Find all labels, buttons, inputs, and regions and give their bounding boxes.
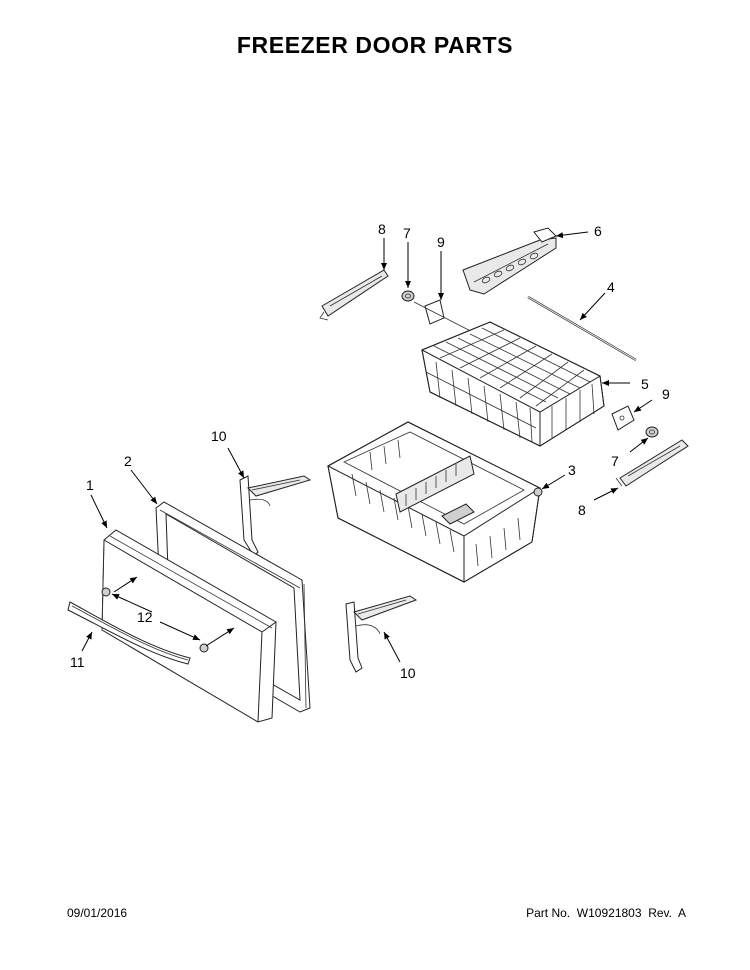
callout-rail-bracket-top: 9: [437, 234, 445, 250]
callout-wheel-right: 7: [611, 453, 619, 469]
page-title: FREEZER DOOR PARTS: [236, 32, 514, 58]
footer-part-number: Part No. W10921803 Rev. A: [526, 906, 686, 920]
callout-door-gasket: 2: [124, 453, 132, 469]
callout-door-bracket-upper: 10: [211, 428, 227, 444]
footer-date: 09/01/2016: [67, 906, 128, 920]
callout-basket-handle: 6: [594, 223, 602, 239]
callout-basket-divider-rod: 4: [607, 279, 615, 295]
door-bracket-lower-part: [345, 595, 418, 673]
basket-handle-part: [462, 227, 557, 295]
callout-door-bracket-lower: 10: [400, 665, 416, 681]
door-panel-part: [101, 529, 277, 723]
wheel-right-part: [645, 426, 659, 438]
callout-wheel-top: 7: [403, 225, 411, 241]
slide-rail-right-part: [615, 439, 689, 487]
door-handle-part: [67, 601, 191, 665]
callout-door-panel: 1: [86, 477, 94, 493]
wheel-top-part: [401, 290, 415, 302]
upper-wire-basket-part: [420, 321, 605, 447]
basket-divider-rod-part: [527, 296, 637, 361]
rail-bracket-top-part: [413, 299, 497, 345]
rail-bracket-right-part: [611, 405, 635, 431]
callout-arrows: [81, 231, 653, 663]
callout-rail-bracket-right: 9: [662, 386, 670, 402]
callout-slide-rail-top: 8: [378, 221, 386, 237]
callout-slide-rail-right: 8: [578, 502, 586, 518]
callout-lower-basket: 3: [568, 462, 576, 478]
callout-handle-screws: 12: [137, 609, 153, 625]
slide-rail-top-part: [319, 269, 389, 321]
callout-upper-wire-basket: 5: [641, 376, 649, 392]
callout-labels: 1 2 3 4 5 6 7 7 8 8 9 9 10 10 11 12: [70, 221, 670, 681]
door-bracket-upper-part: [239, 475, 312, 557]
callout-door-handle: 11: [70, 654, 85, 670]
lower-basket-part: [326, 421, 543, 583]
